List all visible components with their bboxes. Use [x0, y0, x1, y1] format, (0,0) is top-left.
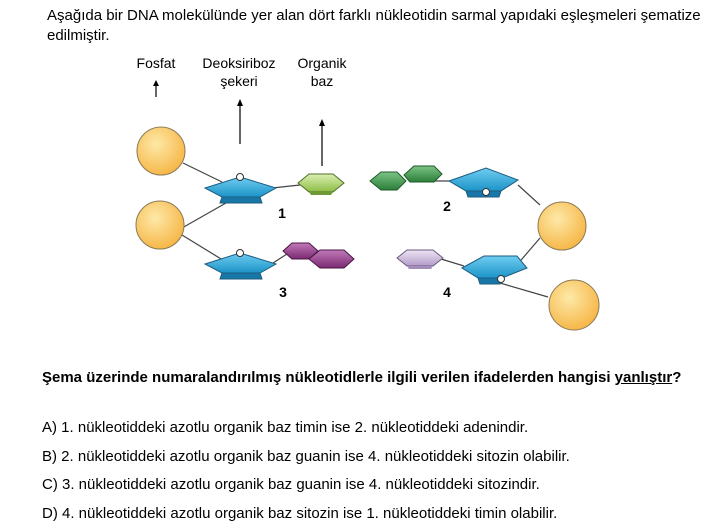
sugar-1 [205, 174, 276, 204]
option-text: 3. nükleotiddeki azotlu organik baz guan… [62, 476, 540, 493]
phosphate-4 [549, 280, 599, 330]
option-letter: A) [42, 419, 57, 436]
arrow-seker [237, 99, 243, 144]
label-baz: baz [311, 73, 334, 89]
base-1 [298, 174, 344, 195]
label-deoksiriboz: Deoksiriboz [202, 55, 275, 71]
option-letter: C) [42, 476, 58, 493]
question-mark: ? [672, 369, 681, 386]
label-sekeri: şekeri [220, 73, 257, 89]
nucleotide-number-3: 3 [279, 284, 287, 300]
option-text: 1. nükleotiddeki azotlu organik baz timi… [61, 419, 528, 436]
phosphate-1 [137, 127, 185, 175]
sugar-4 [462, 256, 527, 284]
dna-diagram: Fosfat Deoksiriboz şekeri Organik baz [0, 0, 727, 360]
option-text: 4. nükleotiddeki azotlu organik baz sito… [62, 505, 557, 522]
answer-options: A) 1. nükleotiddeki azotlu organik baz t… [42, 418, 722, 532]
question-text: Şema üzerinde numaralandırılmış nükleoti… [42, 369, 615, 386]
phosphate-2 [538, 202, 586, 250]
option-c[interactable]: C) 3. nükleotiddeki azotlu organik baz g… [42, 475, 722, 504]
arrow-fosfat [153, 80, 159, 97]
option-text: 2. nükleotiddeki azotlu organik baz guan… [61, 448, 570, 465]
sugar-3 [205, 250, 276, 280]
nucleotide-number-4: 4 [443, 284, 451, 300]
option-a[interactable]: A) 1. nükleotiddeki azotlu organik baz t… [42, 418, 722, 447]
phosphate-3 [136, 201, 184, 249]
base-2 [370, 166, 442, 190]
question-underlined: yanlıştır [615, 369, 673, 386]
nucleotide-number-1: 1 [278, 205, 286, 221]
option-b[interactable]: B) 2. nükleotiddeki azotlu organik baz g… [42, 447, 722, 476]
question-stem: Şema üzerinde numaralandırılmış nükleoti… [42, 368, 702, 387]
base-3 [283, 243, 354, 268]
base-4 [397, 250, 443, 269]
label-organik: Organik [297, 55, 347, 71]
option-letter: D) [42, 505, 58, 522]
arrow-baz [319, 119, 325, 166]
label-fosfat: Fosfat [137, 55, 176, 71]
sugar-2 [449, 168, 518, 197]
nucleotide-number-2: 2 [443, 198, 451, 214]
option-letter: B) [42, 448, 57, 465]
